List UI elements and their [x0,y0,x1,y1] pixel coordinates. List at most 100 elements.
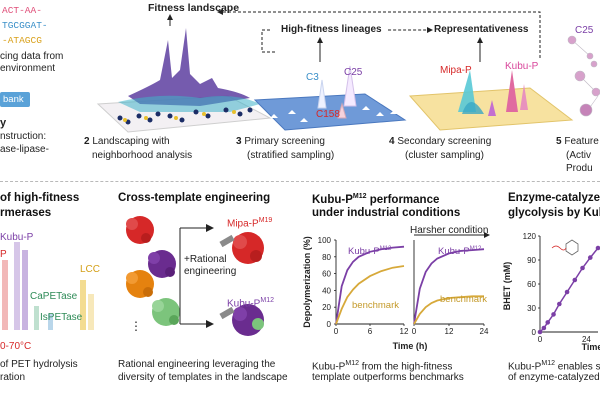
peak-label-c25: C25 [344,67,363,78]
high-fitness-lineages-label: High-fitness lineages [281,24,382,35]
arrow-up [206,224,214,232]
panel4-point [551,312,556,317]
step1-instruction-line1: nstruction: [0,131,47,142]
fitness-landscape-label: Fitness landscape [148,2,240,14]
panel3-series-kubu-left: Kubu-PM12 [348,246,392,257]
sequence-3: -ATAGCG [2,35,42,46]
molecule-icon [565,239,579,256]
panel2-kubu-text: Kubu-P [227,298,261,310]
panel3-caption-pre: Kubu-P [312,361,346,373]
panel4-point [572,277,578,283]
panel3-series-kubu-sup: M12 [470,246,482,252]
panel3-ytick: 60 [322,270,331,279]
panel4-xlabel: Time [582,342,600,352]
panel3-harsher-arrowhead [484,232,490,238]
peak-c3 [317,79,327,109]
panel3-title-rest: performance [366,193,440,206]
panel4-caption-line1: Kubu-PM12 enables sig [508,360,600,372]
panel3-xtick: 12 [445,327,454,336]
panel3-xtick: 0 [412,327,417,336]
step4-number: 4 [389,136,395,147]
protein-red [126,216,154,244]
panel2-rational-line2: engineering [184,266,237,277]
panel4-title-line1: Enzyme-catalyze [508,192,600,204]
arrow-down [206,320,214,328]
bar-lcc-2 [88,294,94,330]
series-line-benchmark [335,265,405,325]
protein-green [152,298,180,326]
panel4-point [545,320,551,325]
step4-caption: 4 Secondary screening [389,137,491,147]
panel4-ytick: 30 [527,304,536,313]
representativeness-label: Representativeness [434,24,529,35]
landscape-dots-gold [123,110,236,122]
panel3-xlabel: Time (h) [393,341,428,351]
step3-caption: 3 Primary screening [236,137,325,147]
section-divider [0,181,600,182]
step5-line1: Feature [564,136,599,147]
panel3-caption-rest: from the high-fitness [358,361,453,373]
panel4-title-line2: glycolysis by Kub [508,207,600,219]
panel3-ylabel: Depolymerization (%) [302,236,312,328]
panel3-harsher: Harsher condition [410,225,489,236]
panel4-point [557,301,562,307]
panel2-mipa-sup: M19 [258,217,273,224]
primary-screening-marks [270,106,398,122]
landscape-surface [128,28,250,106]
step4-line2: (cluster sampling) [405,150,484,161]
panel1-label-lcc: LCC [80,264,101,275]
step1-text-line1: cing data from [0,51,64,62]
panel1-label-p: P [0,249,7,260]
panel4-ytick: 0 [532,328,537,337]
primary-screening-platform [253,93,407,131]
peak-label-c3: C3 [306,72,319,83]
peak-label-kubu: Kubu-P [505,61,539,72]
panel1-bars [2,242,94,330]
panel2-dots: ⋮ [130,319,142,333]
peak-label-c158: C158 [316,109,340,120]
series-line-benchmark [413,295,484,325]
step4-line1: Secondary screening [397,136,492,147]
panel2-title: Cross-template engineering [118,192,271,204]
series-line-kubu [335,245,405,325]
panel3-xtick: 6 [368,327,373,336]
panel3-series-kubu-sup: M12 [380,246,392,252]
protein-orange [126,270,154,298]
panel1-title-line2: rmerases [0,207,52,219]
step5-number: 5 [556,136,562,147]
step2-number: 2 [84,136,90,147]
panel1-label-kubu: Kubu-P [0,232,34,243]
panel1-label-temp: 0-70°C [0,341,32,352]
protein-mipa-engineered [219,232,264,264]
panel4-caption-pre: Kubu-P [508,361,542,373]
step3-line1: Primary screening [244,136,325,147]
bar-p [2,260,8,330]
panel4-ytick: 60 [527,280,536,289]
peak-kubu-2 [520,84,528,110]
panel3-xtick: 0 [334,327,339,336]
panel3-ytick: 0 [327,320,332,329]
peak-c25 [343,65,357,107]
panel4-point [541,325,547,331]
panel2-kubu-sup: M12 [260,297,274,304]
panel3-series-bench-right: benchmark [440,294,487,305]
panel4-point [587,255,593,260]
panel2-rational-line1: +Rational [184,254,227,265]
panel4-caption-line2: of enzyme-catalyzed [508,372,600,383]
panel3-xtick: 12 [400,327,409,336]
panel2-illustration [126,216,264,336]
peak-c158 [337,102,347,119]
panel1-label-ispet: IsPETase [40,312,83,323]
panel3-caption-line2: template outperforms benchmarks [312,372,464,383]
molecule-chain-icon [551,245,567,251]
panel4-point [595,245,600,251]
step3-line2: (stratified sampling) [247,150,335,161]
feature-network [567,35,600,117]
step1-instruction-line2: ase-lipase- [0,144,49,155]
dashed-loop-arrow [217,9,541,58]
panel1-title-line1: of high-fitness [0,192,80,204]
bar-kubu-2 [22,250,28,330]
peak-label-mipa: Mipa-P [440,65,472,76]
panel2-kubu-label: Kubu-PM12 [227,297,274,309]
